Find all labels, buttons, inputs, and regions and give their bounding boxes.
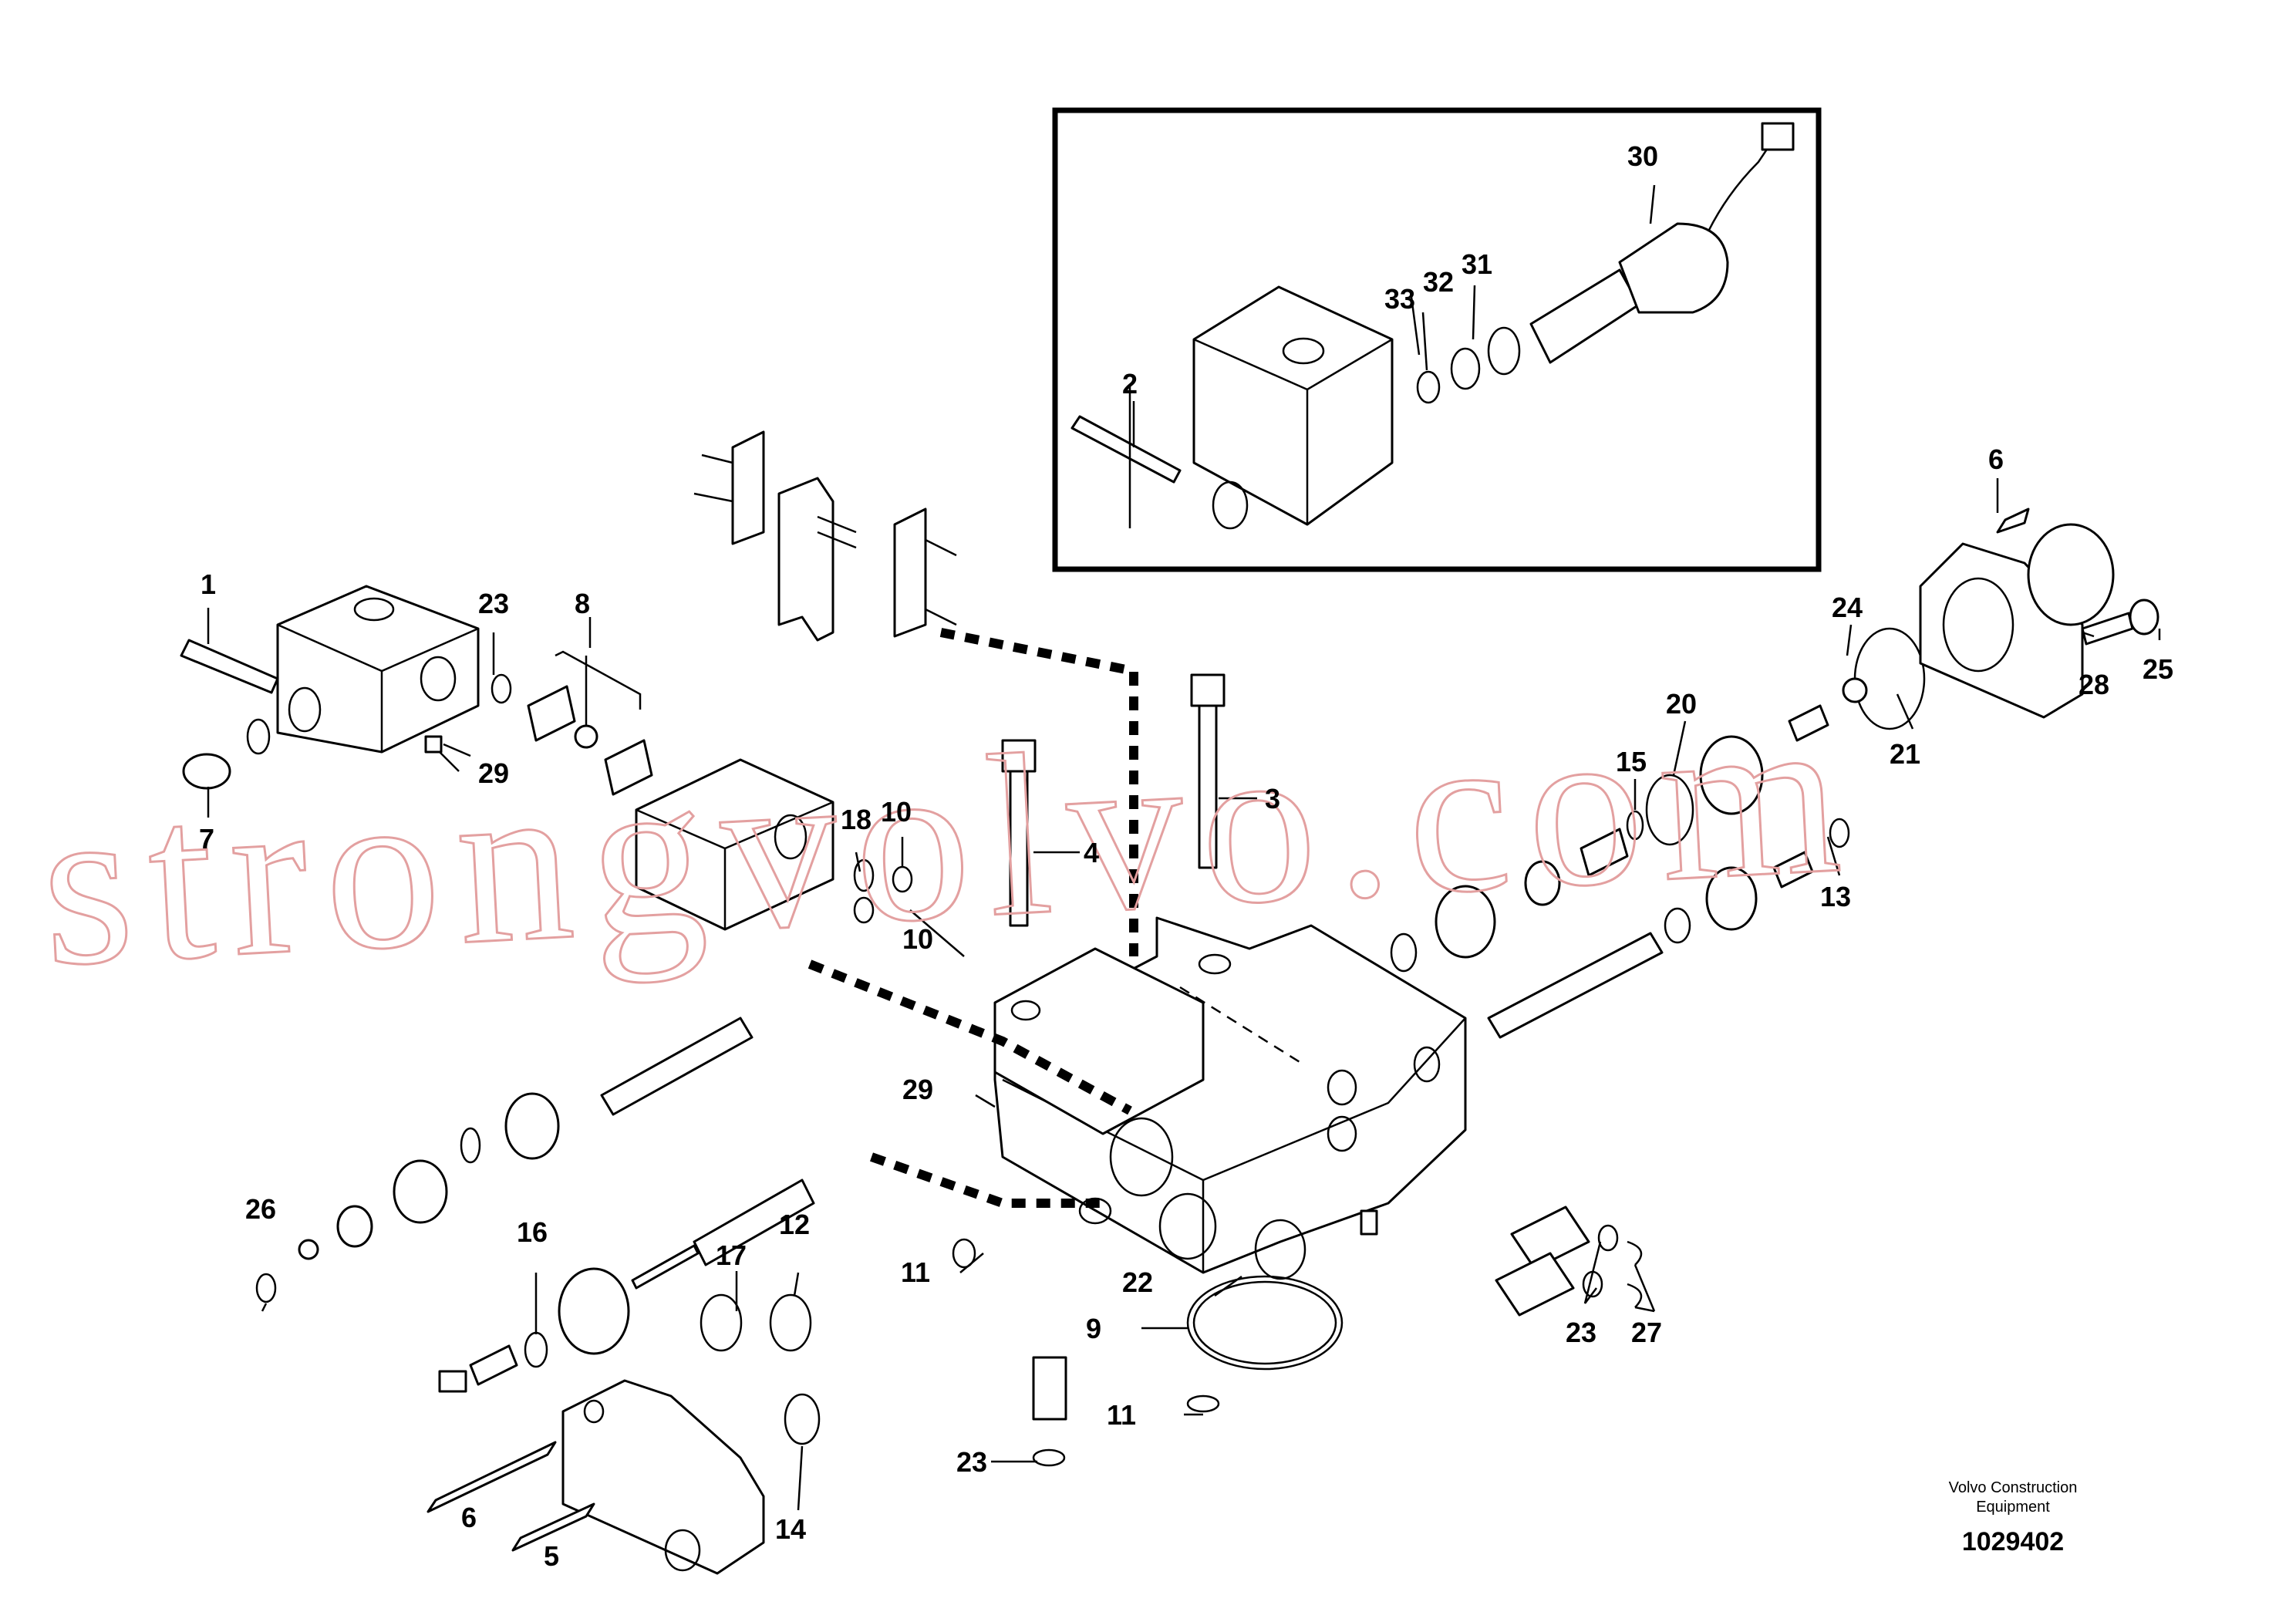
callout-21: 21	[1890, 738, 1920, 770]
callout-4: 4	[1084, 837, 1099, 868]
inset-detail-box	[1052, 107, 1822, 572]
callout-11a: 11	[901, 1256, 930, 1288]
callout-24: 24	[1832, 592, 1863, 623]
callout-25: 25	[2143, 653, 2173, 685]
callout-1: 1	[201, 568, 216, 600]
left-middle-block	[635, 758, 913, 931]
brand-block: Volvo Construction Equipment 1029402	[1949, 1479, 2078, 1556]
callout-23c: 23	[956, 1446, 987, 1478]
callout-18: 18	[841, 804, 872, 835]
callout-29a: 29	[478, 757, 509, 789]
callout-11b: 11	[1107, 1399, 1136, 1431]
brand-line-1: Volvo Construction	[1949, 1479, 2078, 1496]
bottom-seals	[1032, 1209, 1378, 1467]
callout-10a: 10	[881, 796, 912, 828]
callout-22: 22	[1122, 1266, 1153, 1298]
callout-26: 26	[245, 1193, 276, 1225]
callout-13: 13	[1820, 881, 1851, 912]
wire-harness-dash	[807, 628, 1138, 1208]
callout-31: 31	[1462, 248, 1492, 280]
callout-23b: 23	[1566, 1317, 1596, 1348]
callout-9: 9	[1086, 1313, 1101, 1344]
callout-29b: 29	[902, 1074, 933, 1105]
callout-28: 28	[2079, 669, 2109, 700]
document-number: 1029402	[1962, 1527, 2064, 1556]
leader-lines	[207, 184, 2161, 1511]
callout-2: 2	[1122, 368, 1138, 400]
callout-14: 14	[775, 1513, 806, 1545]
callout-17: 17	[716, 1239, 747, 1271]
callout-3: 3	[1265, 783, 1280, 814]
callout-7: 7	[199, 823, 214, 855]
main-valve-block	[993, 916, 1467, 1280]
brand-line-2: Equipment	[1976, 1499, 2050, 1516]
bottom-cover	[426, 1379, 765, 1575]
callout-30: 30	[1627, 140, 1658, 172]
left-cover-block	[180, 585, 653, 796]
callout-8: 8	[575, 588, 590, 619]
callout-23a: 23	[478, 588, 509, 619]
callout-32: 32	[1423, 266, 1454, 298]
long-bolts	[1001, 673, 1226, 927]
callout-33: 33	[1384, 283, 1415, 315]
callout-5: 5	[544, 1540, 559, 1572]
callout-15: 15	[1616, 746, 1647, 777]
callout-12: 12	[779, 1209, 810, 1240]
callout-16: 16	[517, 1216, 548, 1248]
callout-27: 27	[1631, 1317, 1662, 1348]
callout-20: 20	[1666, 688, 1697, 720]
callout-6b: 6	[461, 1502, 477, 1533]
hidden-line	[1179, 986, 1304, 1066]
left-spool-assembly	[255, 1017, 1112, 1445]
right-spool-assembly	[1390, 508, 2159, 1317]
bracket-plates	[693, 430, 957, 642]
callout-10b: 10	[902, 923, 933, 955]
callout-6a: 6	[1988, 443, 2004, 475]
callouts: 1 2 3 4 5 6 6 7 8 9 10 10 11 11 12 13 14…	[199, 140, 2173, 1572]
